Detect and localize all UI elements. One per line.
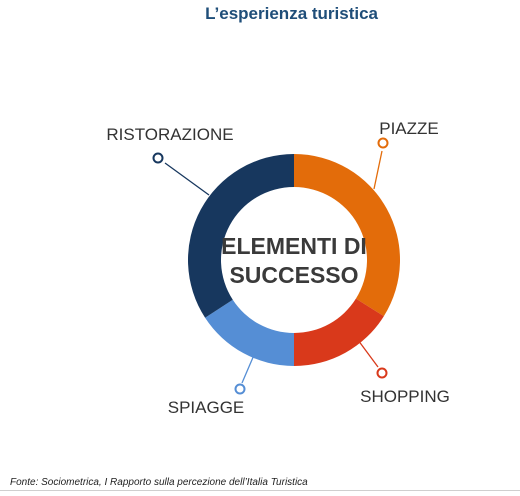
connector-dot-ristorazione — [152, 152, 164, 164]
segment-label-shopping: SHOPPING — [360, 387, 450, 406]
donut-segment-shopping — [294, 298, 384, 366]
donut-ring — [188, 154, 400, 366]
connector-dot-spiagge — [234, 383, 246, 395]
page-title: L’esperienza turistica — [205, 4, 378, 23]
connector-lines — [152, 137, 389, 395]
center-label-line1: ELEMENTI DI — [221, 233, 367, 259]
donut-segment-ristorazione — [188, 154, 294, 318]
connector-line-piazze — [373, 150, 383, 190]
connector-dot-piazze — [377, 137, 389, 149]
segment-label-piazze: PIAZZE — [379, 119, 439, 138]
donut-segment-spiagge — [205, 299, 294, 366]
connector-line-ristorazione — [164, 162, 210, 196]
segment-label-ristorazione: RISTORAZIONE — [106, 125, 233, 144]
connector-line-shopping — [357, 339, 379, 368]
connector-line-spiagge — [241, 354, 255, 384]
donut-segment-piazze — [294, 154, 400, 317]
source-note: Fonte: Sociometrica, I Rapporto sulla pe… — [10, 477, 308, 488]
center-label-line2: SUCCESSO — [229, 262, 358, 288]
divider — [0, 490, 520, 491]
segment-label-spiagge: SPIAGGE — [168, 398, 245, 417]
connector-dot-shopping — [376, 367, 388, 379]
